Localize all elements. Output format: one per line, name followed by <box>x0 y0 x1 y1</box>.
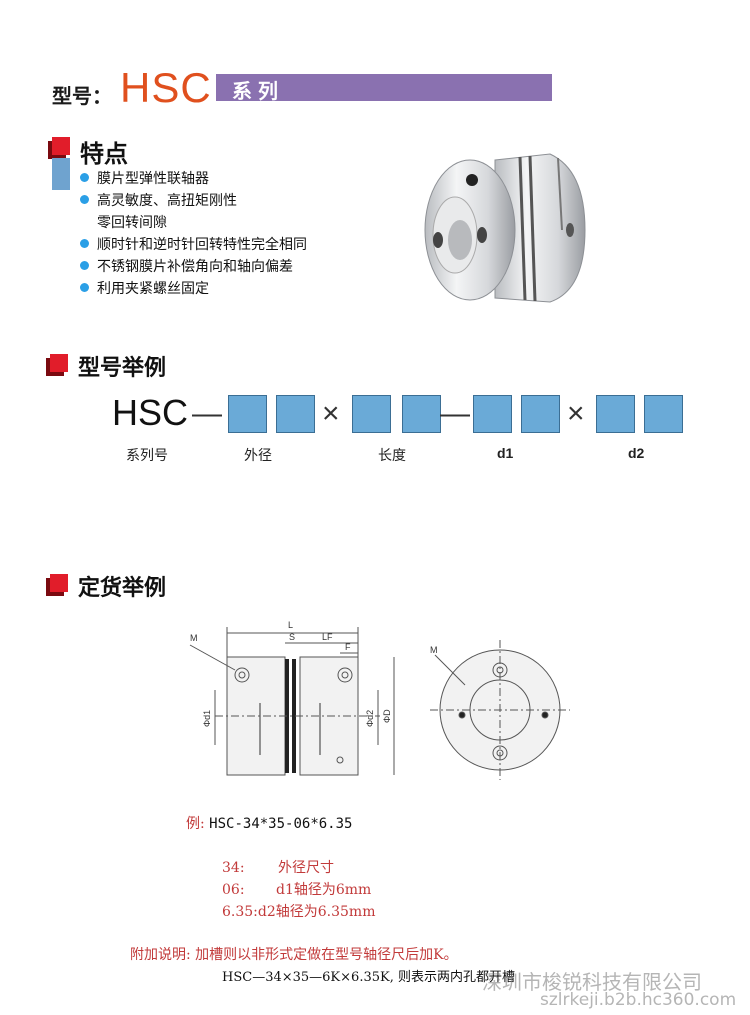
appendix-line: 附加说明: 加槽则以非形式定做在型号轴径尺后加K。 <box>130 947 458 963</box>
feature-item: 利用夹紧螺丝固定 <box>80 278 209 298</box>
note-line: 6.35:d2轴径为6.35mm <box>222 904 376 920</box>
code-box <box>644 395 683 433</box>
times-separator: × <box>322 397 340 430</box>
dim-label-d2: Φd2 <box>365 710 375 727</box>
code-box <box>473 395 512 433</box>
note-line: 34:外径尺寸 <box>222 860 334 876</box>
bullet-icon <box>80 283 89 292</box>
caption-d2: d2 <box>628 445 645 461</box>
bullet-icon <box>80 195 89 204</box>
section-marker-icon <box>50 354 68 372</box>
caption-series: 系列号 <box>126 448 168 464</box>
caption-d1: d1 <box>497 445 514 461</box>
code-box <box>352 395 391 433</box>
dim-label-LF: LF <box>322 632 333 642</box>
bullet-icon <box>80 239 89 248</box>
model-label: 型号： <box>52 84 112 108</box>
code-box <box>402 395 441 433</box>
dim-label-S: S <box>289 632 295 642</box>
model-name: HSC <box>120 64 212 111</box>
dim-label-D: ΦD <box>382 709 392 723</box>
technical-drawing: L S LF F M Φd1 Φd2 ΦD M <box>189 620 570 780</box>
section-strip <box>52 158 70 190</box>
feature-item: 高灵敏度、高扭矩刚性 <box>80 190 237 210</box>
model-prefix: HSC <box>112 392 189 433</box>
dim-label-M-front: M <box>430 645 438 655</box>
code-box <box>521 395 560 433</box>
bullet-icon <box>80 261 89 270</box>
dim-label-d1: Φd1 <box>202 710 212 727</box>
example-line: 例: HSC-34*35-06*6.35 <box>186 816 353 832</box>
caption-outer-diameter: 外径 <box>244 448 272 464</box>
code-box <box>596 395 635 433</box>
series-label: 系列 <box>232 79 284 103</box>
feature-item: 膜片型弹性联轴器 <box>80 168 209 188</box>
dim-label-F: F <box>345 642 351 652</box>
feature-item: 不锈钢膜片补偿角向和轴向偏差 <box>80 256 293 276</box>
appendix-example: HSC—34×35—6K×6.35K, 则表示两内孔都开槽 <box>222 970 515 985</box>
caption-length: 长度 <box>378 448 406 464</box>
dash-separator: — <box>192 397 222 430</box>
bullet-icon <box>80 173 89 182</box>
features-title: 特点 <box>80 139 128 168</box>
code-box <box>228 395 267 433</box>
series-bar <box>216 74 552 101</box>
watermark-company: 深圳市梭锐科技有限公司 <box>482 970 702 994</box>
feature-item: 零回转间隙 <box>97 215 167 231</box>
code-box <box>276 395 315 433</box>
section-marker-icon <box>50 574 68 592</box>
times-separator: × <box>567 397 585 430</box>
dash-separator: — <box>440 397 470 430</box>
section-marker-icon <box>52 137 70 155</box>
note-line: 06:d1轴径为6mm <box>222 882 372 898</box>
dim-label-M: M <box>190 633 198 643</box>
order-example-title: 定货举例 <box>78 575 167 601</box>
dim-label-L: L <box>288 620 293 630</box>
coupling-photo <box>424 153 586 303</box>
model-example-title: 型号举例 <box>78 355 167 381</box>
watermark-site: szlrkeji.b2b.hc360.com <box>540 990 737 1010</box>
feature-item: 顺时针和逆时针回转特性完全相同 <box>80 234 307 254</box>
